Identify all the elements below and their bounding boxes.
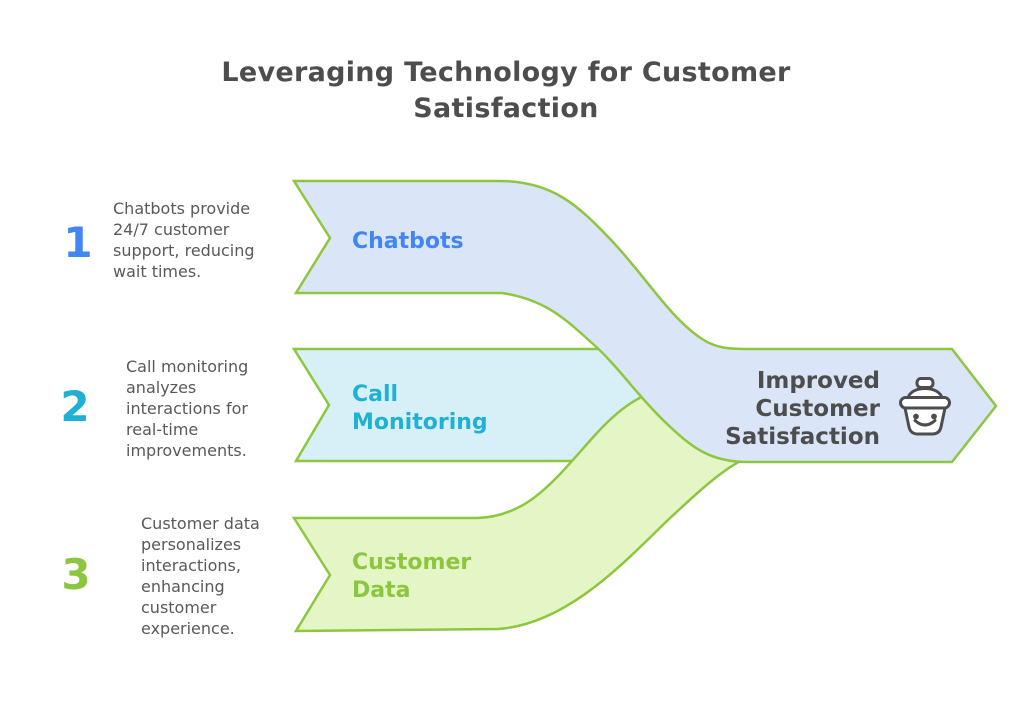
outcome-label: Improved Customer Satisfaction — [725, 368, 880, 450]
basket-rim — [899, 396, 951, 410]
step-3-band-label: Customer Data — [352, 550, 472, 603]
step-1-band-label: Chatbots — [352, 229, 464, 254]
step-3-description: Customer data personalizes interactions,… — [141, 514, 260, 638]
band-call-monitoring — [291, 347, 654, 463]
step-3-number: 3 — [61, 550, 91, 599]
basket-body — [903, 406, 947, 436]
right-eye — [931, 413, 937, 420]
step-1-description: Chatbots provide 24/7 customer support, … — [113, 199, 255, 281]
smiling-basket-icon — [899, 377, 951, 436]
smile — [913, 419, 937, 427]
page-title: Leveraging Technology for Customer Satis… — [221, 57, 791, 124]
left-eye — [913, 413, 919, 420]
basket-handle — [915, 377, 935, 389]
band-chatbots-outcome-arrow — [291, 179, 998, 464]
step-1-number: 1 — [63, 218, 93, 267]
step-2-number: 2 — [60, 382, 90, 431]
step-2-description: Call monitoring analyzes interactions fo… — [126, 357, 249, 460]
step-2-band-label: Call Monitoring — [352, 382, 488, 435]
